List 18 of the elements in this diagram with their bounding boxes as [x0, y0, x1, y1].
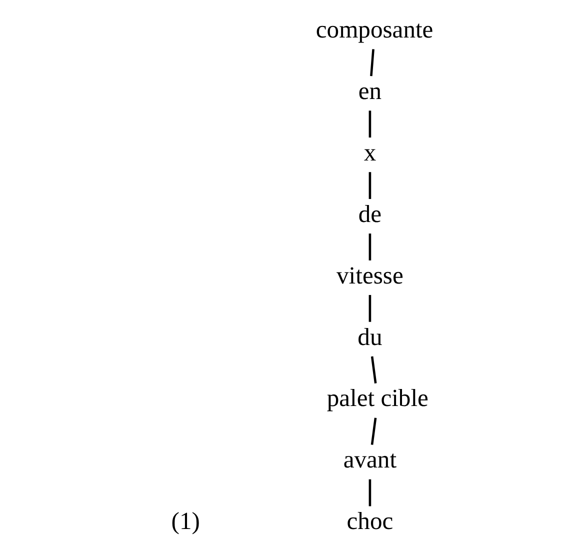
label: (1) [170, 508, 200, 536]
node-text: avant [342, 446, 396, 474]
node-text: palet cible [326, 385, 428, 412]
connector [368, 294, 371, 322]
connector [368, 479, 371, 506]
node-text: x [363, 139, 376, 166]
node-text: choc [346, 508, 393, 536]
node-text: de [358, 200, 382, 228]
connector [370, 418, 376, 445]
node-text: du [357, 324, 382, 351]
connector [368, 234, 371, 260]
node-text: en [358, 78, 382, 105]
connector [370, 356, 376, 384]
connector [368, 110, 371, 138]
connector [368, 172, 371, 199]
node-text: vitesse [336, 262, 403, 290]
node-text: composante [315, 16, 433, 44]
connector [370, 49, 374, 76]
